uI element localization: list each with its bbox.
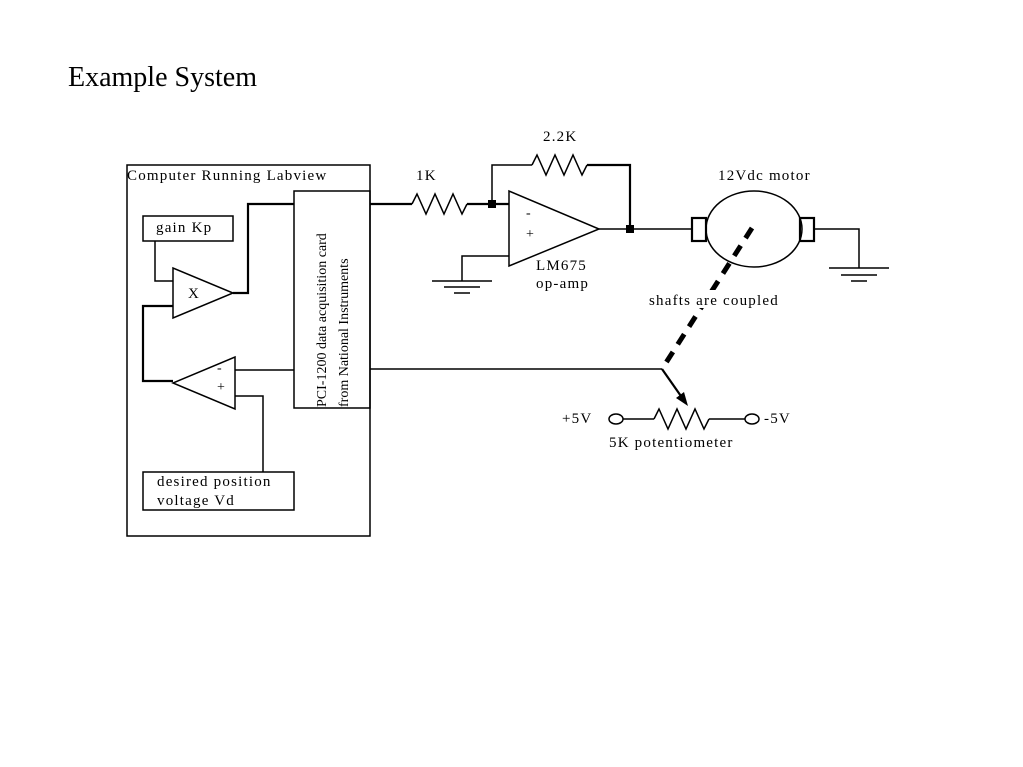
resistor-2-2k xyxy=(531,153,588,177)
motor-label: 12Vdc motor xyxy=(718,168,811,184)
wire-opamp-plus-to-ground xyxy=(461,255,509,281)
resistor-1k xyxy=(411,192,468,216)
daq-line2: from National Instruments xyxy=(337,258,352,407)
wire-motor-to-ground xyxy=(814,228,860,268)
motor-terminal-left xyxy=(690,216,708,243)
gain-box xyxy=(142,215,234,242)
resistor-2-2k-label: 2.2K xyxy=(543,129,577,145)
summer-plus: + xyxy=(217,380,225,395)
shaft-coupling-line xyxy=(659,226,755,371)
pot-terminal-plus xyxy=(608,413,624,425)
pot-terminal-minus xyxy=(744,413,760,425)
computer-label: Computer Running Labview xyxy=(127,168,327,184)
summer-minus: - xyxy=(217,361,222,376)
pot-resistor xyxy=(653,407,710,431)
opamp-type: op-amp xyxy=(536,276,589,292)
multiplier-block xyxy=(172,266,235,320)
coupling-label-backdrop xyxy=(668,290,728,308)
motor-body xyxy=(705,190,803,268)
wire-multiplier-to-daq xyxy=(233,202,294,295)
opamp-name: LM675 xyxy=(536,258,587,274)
pot-label: 5K potentiometer xyxy=(609,435,734,451)
wire-summer-to-multiplier xyxy=(141,304,173,383)
daq-card-box xyxy=(293,190,371,409)
slide-title: Example System xyxy=(68,62,257,93)
wire-desired-to-summer xyxy=(235,395,264,472)
pot-plus-label: +5V xyxy=(562,411,592,427)
wire-feedback-left xyxy=(491,164,532,204)
multiplier-symbol: X xyxy=(188,286,200,302)
wire-gain-to-multiplier xyxy=(154,241,173,282)
pot-wiper xyxy=(661,368,684,400)
shaft-note: shafts are coupled xyxy=(649,293,779,309)
junction-node-output xyxy=(626,225,634,233)
daq-line1: PCI-1200 data acquisition card xyxy=(315,233,330,407)
summer-block xyxy=(171,355,236,411)
opamp-minus: - xyxy=(526,206,531,221)
gain-label: gain Kp xyxy=(156,220,212,236)
pot-wiper-arrowhead xyxy=(676,392,688,406)
desired-line1: desired position xyxy=(157,474,272,490)
opamp-plus: + xyxy=(526,227,534,242)
resistor-1k-label: 1K xyxy=(416,168,437,184)
pot-minus-label: -5V xyxy=(764,411,791,427)
wire-feedback-right xyxy=(587,163,632,229)
opamp-block xyxy=(508,189,601,268)
desired-box xyxy=(142,471,295,511)
desired-line2: voltage Vd xyxy=(157,493,235,509)
